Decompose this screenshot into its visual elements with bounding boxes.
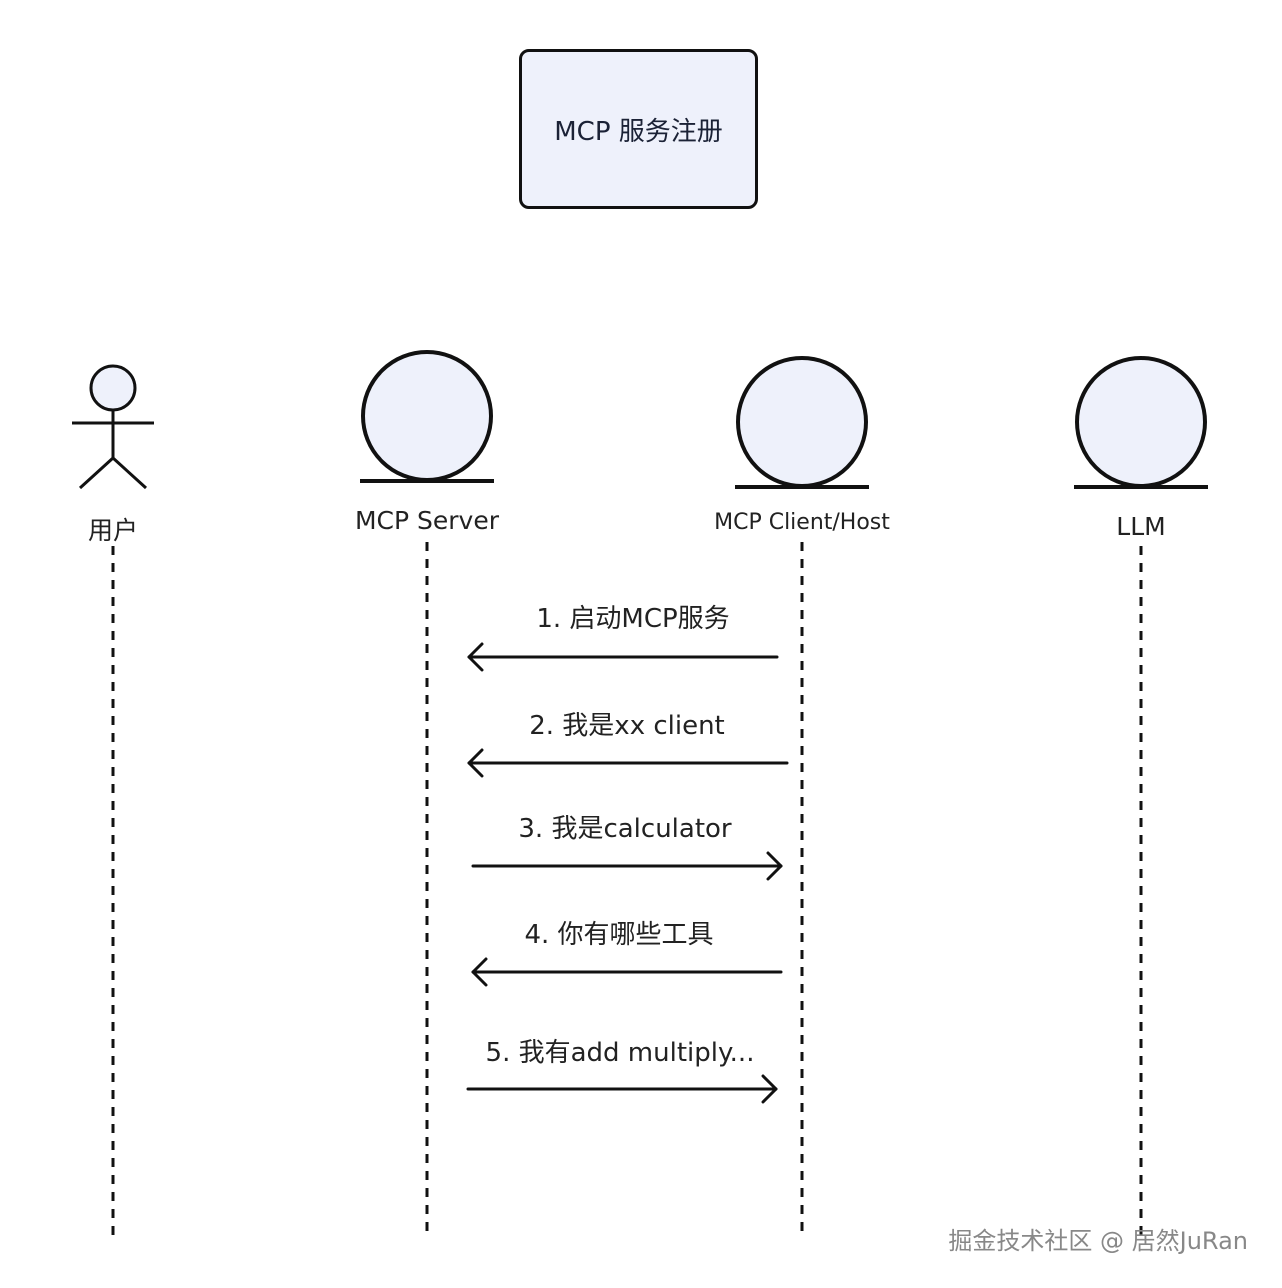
llm-entity-icon xyxy=(1074,356,1208,489)
message-label-4: 4. 你有哪些工具 xyxy=(524,920,714,950)
message-arrow-3 xyxy=(471,851,783,881)
server-entity-icon xyxy=(360,350,494,483)
client-entity-icon xyxy=(735,356,869,489)
message-label-1: 1. 启动MCP服务 xyxy=(536,604,730,634)
message-label-2: 2. 我是xx client xyxy=(529,711,725,741)
message-arrow-2 xyxy=(467,748,789,778)
message-arrow-5 xyxy=(466,1074,778,1104)
diagram-title: MCP 服务注册 xyxy=(554,116,723,147)
diagram-title-box: MCP 服务注册 xyxy=(519,49,758,209)
message-label-5: 5. 我有add multiply... xyxy=(485,1038,755,1068)
actor-label-client: MCP Client/Host xyxy=(714,510,890,535)
actor-label-user: 用户 xyxy=(87,516,139,545)
watermark: 掘金技术社区 @ 居然JuRan xyxy=(948,1227,1248,1255)
message-label-3: 3. 我是calculator xyxy=(518,814,732,844)
user-stick-figure-icon xyxy=(72,364,154,490)
actor-label-llm: LLM xyxy=(1116,512,1166,541)
message-arrow-4 xyxy=(471,957,783,987)
actor-label-server: MCP Server xyxy=(354,506,500,535)
message-arrow-1 xyxy=(467,642,779,672)
